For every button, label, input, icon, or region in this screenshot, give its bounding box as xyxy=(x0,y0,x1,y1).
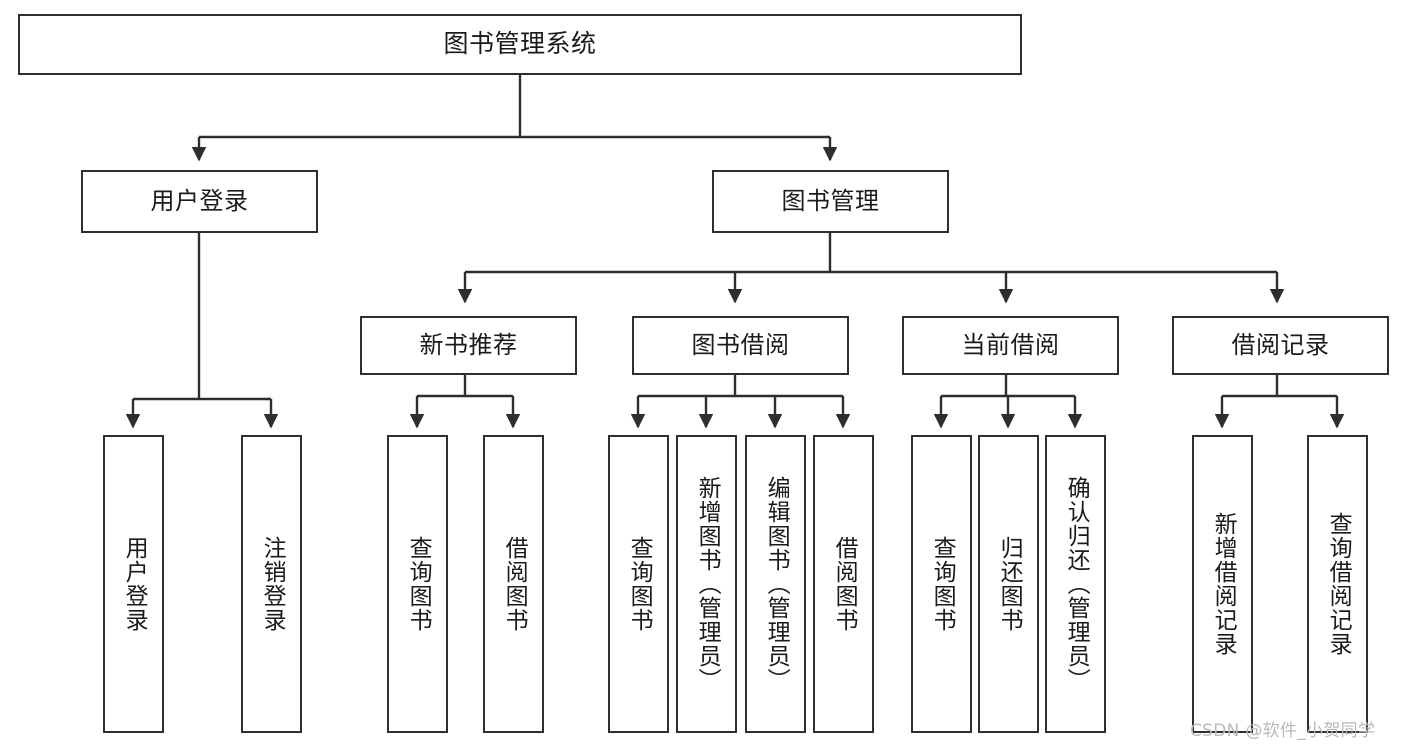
leaf-logout[interactable]: 注销登录 xyxy=(241,435,302,733)
leaf-query-books-recommend[interactable]: 查询图书 xyxy=(387,435,448,733)
node-label: 新增图书（管理员） xyxy=(694,476,721,692)
node-book-management[interactable]: 图书管理 xyxy=(712,170,949,233)
node-label: 查询图书 xyxy=(929,536,956,632)
node-label: 查询图书 xyxy=(626,536,653,632)
leaf-add-book-admin[interactable]: 新增图书（管理员） xyxy=(676,435,737,733)
leaf-borrow-books-recommend[interactable]: 借阅图书 xyxy=(483,435,544,733)
leaf-edit-book-admin[interactable]: 编辑图书（管理员） xyxy=(745,435,806,733)
node-borrow-record[interactable]: 借阅记录 xyxy=(1172,316,1389,375)
node-book-borrow[interactable]: 图书借阅 xyxy=(632,316,849,375)
leaf-return-books[interactable]: 归还图书 xyxy=(978,435,1039,733)
node-label: 图书借阅 xyxy=(691,330,790,359)
node-user-login[interactable]: 用户登录 xyxy=(81,170,318,233)
node-label: 归还图书 xyxy=(996,536,1023,632)
leaf-query-books-current[interactable]: 查询图书 xyxy=(911,435,972,733)
node-label: 注销登录 xyxy=(259,536,286,632)
node-label: 借阅记录 xyxy=(1231,330,1330,359)
node-label: 确认归还（管理员） xyxy=(1063,476,1090,692)
leaf-query-borrow-record[interactable]: 查询借阅记录 xyxy=(1307,435,1368,733)
node-label: 查询图书 xyxy=(405,536,432,632)
leaf-query-books-borrow[interactable]: 查询图书 xyxy=(608,435,669,733)
node-label: 图书管理 xyxy=(781,186,880,215)
node-label: 查询借阅记录 xyxy=(1325,512,1352,656)
node-label: 新增借阅记录 xyxy=(1210,512,1237,656)
node-label: 用户登录 xyxy=(121,536,148,632)
node-new-book-recommend[interactable]: 新书推荐 xyxy=(360,316,577,375)
node-current-borrow[interactable]: 当前借阅 xyxy=(902,316,1119,375)
node-label: 当前借阅 xyxy=(961,330,1060,359)
watermark-text: CSDN @软件_小贺同学 xyxy=(1190,721,1376,741)
node-label: 借阅图书 xyxy=(831,536,858,632)
node-label: 编辑图书（管理员） xyxy=(763,476,790,692)
leaf-confirm-return-admin[interactable]: 确认归还（管理员） xyxy=(1045,435,1106,733)
node-label: 借阅图书 xyxy=(501,536,528,632)
leaf-borrow-books[interactable]: 借阅图书 xyxy=(813,435,874,733)
leaf-add-borrow-record[interactable]: 新增借阅记录 xyxy=(1192,435,1253,733)
node-label: 用户登录 xyxy=(150,186,249,215)
node-label: 新书推荐 xyxy=(419,330,518,359)
node-label: 图书管理系统 xyxy=(443,29,597,59)
leaf-user-login[interactable]: 用户登录 xyxy=(103,435,164,733)
node-root-system[interactable]: 图书管理系统 xyxy=(18,14,1022,75)
